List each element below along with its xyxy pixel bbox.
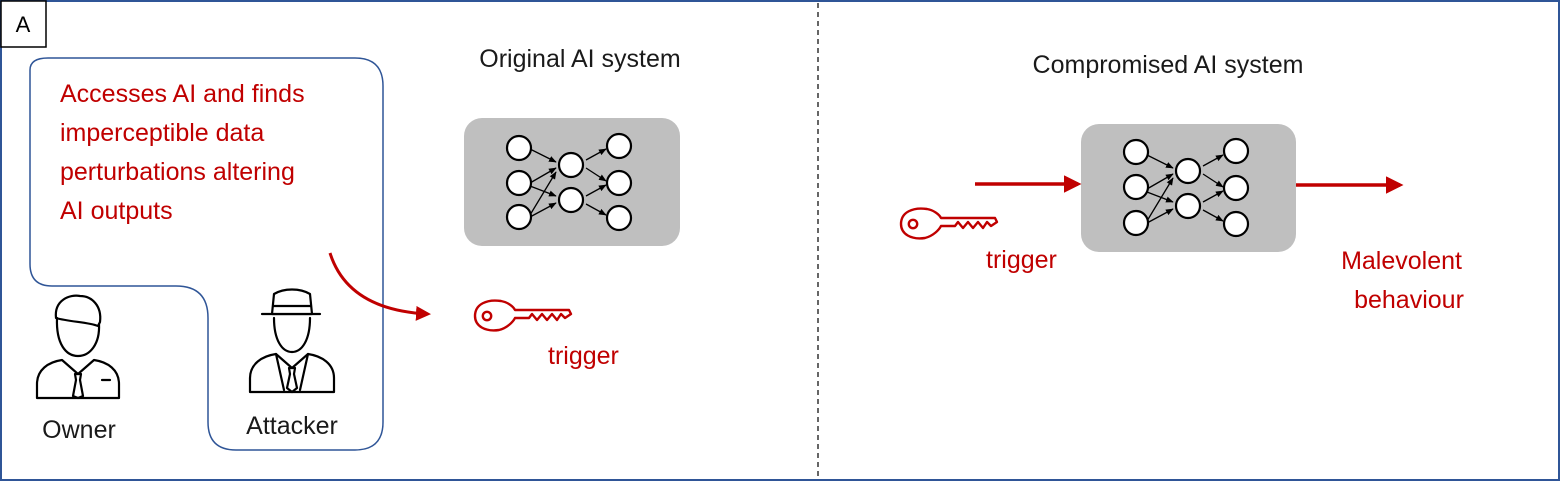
original-system-title: Original AI system bbox=[479, 45, 680, 73]
callout-line-1: Accesses AI and finds bbox=[60, 80, 305, 108]
compromised-neural-network-icon bbox=[1081, 124, 1296, 252]
malevolent-behaviour-label: Malevolent behaviour bbox=[1341, 247, 1469, 314]
attacker-label: Attacker bbox=[246, 412, 338, 440]
attacker-callout-outline bbox=[29, 57, 384, 451]
attack-arrow bbox=[328, 252, 431, 321]
output-line-2: behaviour bbox=[1354, 286, 1464, 314]
trigger-label-right: trigger bbox=[986, 246, 1057, 274]
output-line-1: Malevolent bbox=[1341, 247, 1462, 275]
panel-label: A bbox=[16, 12, 31, 37]
compromised-system-title: Compromised AI system bbox=[1033, 51, 1304, 79]
owner-label: Owner bbox=[42, 416, 116, 444]
attacker-spy-icon bbox=[248, 288, 336, 394]
panel-label-box bbox=[0, 0, 47, 48]
callout-line-3: perturbations altering bbox=[60, 158, 295, 186]
callout-line-2: imperceptible data bbox=[60, 119, 264, 147]
original-neural-network-icon bbox=[464, 118, 680, 246]
key-icon bbox=[473, 299, 573, 332]
trigger-label-left: trigger bbox=[548, 342, 619, 370]
owner-person-icon bbox=[35, 294, 121, 400]
callout-line-4: AI outputs bbox=[60, 197, 173, 225]
callout-text: Accesses AI and finds imperceptible data… bbox=[60, 80, 312, 225]
key-icon-compromised bbox=[899, 207, 999, 240]
